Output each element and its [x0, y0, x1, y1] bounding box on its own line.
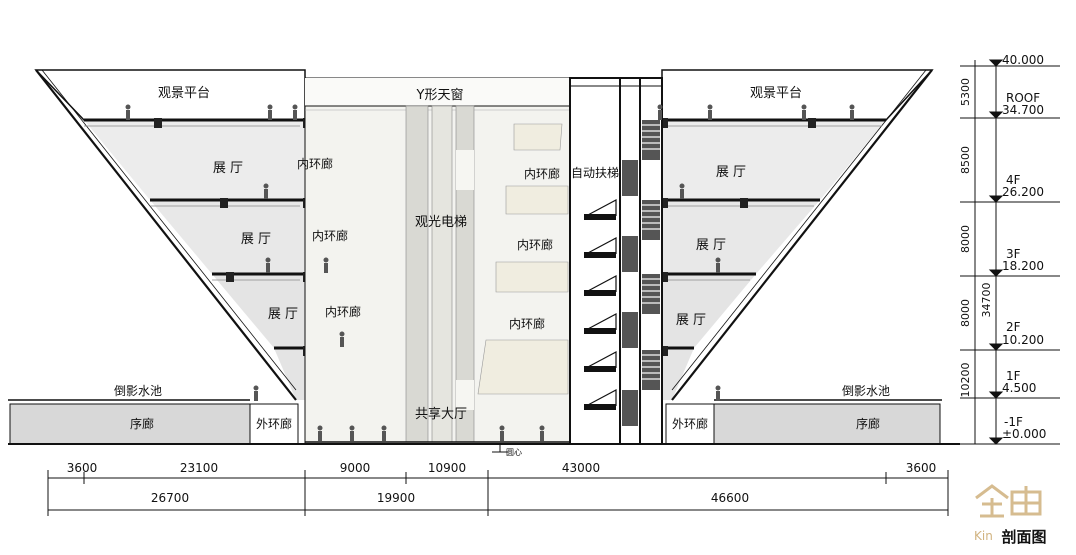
level-elev-b1f: ±0.000	[1002, 427, 1046, 441]
left-hall-1f	[274, 348, 305, 400]
vdim-roof-to-top: 5300	[959, 78, 972, 106]
label-viewing-platform-left: 观景平台	[158, 86, 210, 101]
elevator-shaft-2	[431, 105, 453, 443]
hdim-4: 10900	[428, 461, 466, 475]
vdim-1f-to-2f: 10200	[959, 363, 972, 398]
hdim-3: 9000	[340, 461, 371, 475]
brand-logo: Kin	[974, 484, 1042, 543]
level-name-2f: 2F	[1006, 320, 1021, 334]
level-elev-3f: 18.200	[1002, 259, 1044, 273]
horizontal-dimensions	[47, 470, 949, 516]
level-name-1f: 1F	[1006, 369, 1021, 383]
hdim-row2-3: 46600	[711, 491, 749, 505]
atrium-panel-2	[505, 185, 569, 215]
right-hall-2f	[662, 274, 756, 348]
level-texts: 40.000 ROOF 34.700 4F 26.200 3F 18.200 2…	[1002, 53, 1046, 441]
hdim-5: 43000	[562, 461, 600, 475]
label-hall-2f-left: 展 厅	[268, 307, 298, 322]
left-hall-3f	[150, 200, 305, 274]
label-inner-corridor-4f-left: 内环廊	[297, 156, 333, 171]
label-inner-corridor-3f-right: 内环廊	[517, 237, 553, 252]
right-hall-4f	[662, 120, 886, 200]
label-inner-corridor-2f-left: 内环廊	[325, 304, 361, 319]
level-elev-top: 40.000	[1002, 53, 1044, 67]
level-elev-roof: 34.700	[1002, 103, 1044, 117]
right-hall-3f	[662, 200, 820, 274]
logo-text: Kin	[974, 529, 993, 543]
label-inner-corridor-3f-left: 内环廊	[312, 228, 348, 243]
label-inner-corridor-4f-right: 内环廊	[524, 166, 560, 181]
label-viewing-platform-right: 观景平台	[750, 86, 802, 101]
label-sightseeing-elevator: 观光电梯	[415, 215, 467, 230]
label-hall-3f-left: 展 厅	[241, 232, 271, 247]
atrium-panel-3	[495, 261, 569, 293]
label-outer-corridor-left: 外环廊	[256, 416, 292, 431]
label-hall-4f-left: 展 厅	[213, 161, 243, 176]
level-elev-4f: 26.200	[1002, 185, 1044, 199]
vdim-4f-to-roof: 8500	[959, 146, 972, 174]
label-inner-corridor-2f-right: 内环廊	[509, 316, 545, 331]
right-prelude-corridor	[713, 403, 941, 445]
drawing-title: 剖面图	[1001, 528, 1046, 546]
label-prelude-corridor-left: 序廊	[130, 416, 154, 431]
label-outer-corridor-right: 外环廊	[672, 416, 708, 431]
elevator-shaft-1	[405, 105, 429, 443]
label-center-mark: 圆心	[506, 448, 522, 457]
label-atrium: 共享大厅	[415, 406, 467, 422]
vertical-dim-texts: 5300 8500 8000 8000 10200 34700	[959, 78, 993, 398]
label-reflecting-pool-left: 倒影水池	[114, 384, 162, 398]
hdim-row2-2: 19900	[377, 491, 415, 505]
level-name-4f: 4F	[1006, 173, 1021, 187]
hdim-6: 3600	[906, 461, 937, 475]
ground-level	[8, 399, 960, 453]
level-name-3f: 3F	[1006, 247, 1021, 261]
label-escalator: 自动扶梯	[571, 165, 619, 180]
label-prelude-corridor-right: 序廊	[856, 416, 880, 431]
hdim-2: 23100	[180, 461, 218, 475]
label-hall-4f-right: 展 厅	[716, 165, 746, 180]
left-prelude-corridor	[9, 403, 251, 445]
skylight-band	[305, 78, 570, 106]
hdim-1: 3600	[67, 461, 98, 475]
vdim-total: 34700	[980, 283, 993, 318]
atrium-panel-1	[513, 123, 563, 151]
left-hall-4f	[84, 120, 305, 200]
hdim-row2-1: 26700	[151, 491, 189, 505]
left-hall-2f	[212, 274, 305, 348]
vdim-2f-to-3f: 8000	[959, 299, 972, 327]
level-name-b1f: -1F	[1004, 415, 1023, 429]
level-name-roof: ROOF	[1006, 91, 1040, 105]
atrium-panel-4	[477, 339, 569, 395]
right-wing	[660, 69, 934, 401]
label-reflecting-pool-right: 倒影水池	[842, 384, 890, 398]
labels: 观景平台 观景平台 Y形天窗 展 厅 展 厅 展 厅 展 厅 展 厅 展 厅 内…	[114, 86, 890, 457]
label-hall-3f-right: 展 厅	[696, 238, 726, 253]
people-figures	[125, 104, 855, 441]
label-hall-2f-right: 展 厅	[676, 313, 706, 328]
label-skylight: Y形天窗	[416, 87, 464, 103]
escalator-tower	[569, 77, 663, 445]
level-elev-2f: 10.200	[1002, 333, 1044, 347]
level-elev-1f: 4.500	[1002, 381, 1036, 395]
vdim-3f-to-4f: 8000	[959, 225, 972, 253]
horizontal-dim-texts: 3600 23100 9000 10900 43000 3600 26700 1…	[67, 461, 937, 505]
right-hall-1f	[662, 348, 694, 400]
atrium	[304, 77, 571, 445]
left-outer-corridor	[249, 403, 299, 445]
level-markers	[960, 59, 1060, 445]
